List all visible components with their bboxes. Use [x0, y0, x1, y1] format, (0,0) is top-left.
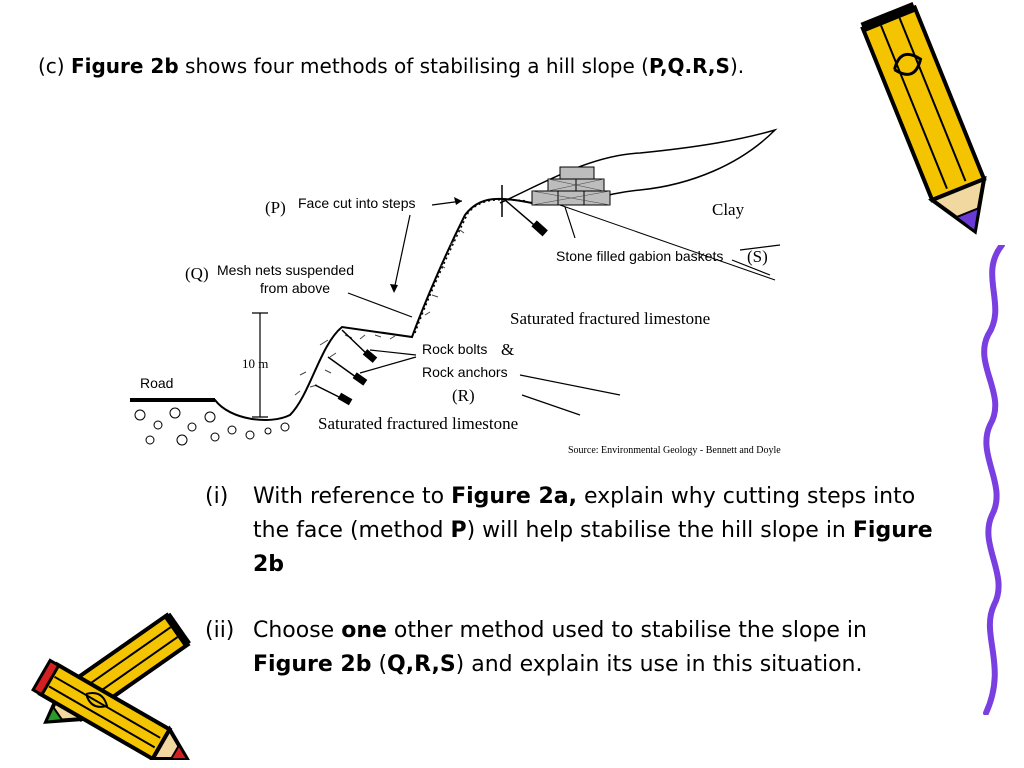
label-rock-bolts: Rock bolts	[422, 341, 487, 357]
q2-text-3: (	[371, 652, 388, 677]
heading-prefix: (c)	[38, 54, 65, 78]
arrow-heads	[390, 197, 462, 293]
q1-bold-2: P	[450, 518, 467, 543]
label-s-tag: (S)	[747, 247, 768, 266]
label-q-text-2: from above	[260, 280, 330, 296]
q2-text-1: Choose	[253, 618, 342, 643]
ground-rubble	[134, 407, 290, 446]
label-limestone-lower: Saturated fractured limestone	[318, 414, 518, 433]
label-gabion: Stone filled gabion baskets	[556, 248, 723, 264]
q2-bold-1: one	[341, 618, 387, 643]
heading-figure-ref: Figure 2b	[70, 54, 179, 78]
q2-bold-2: Figure 2b	[253, 652, 372, 677]
label-clay: Clay	[712, 200, 745, 219]
label-q-text-1: Mesh nets suspended	[217, 262, 354, 278]
q1-bold-3: Figure 2b	[253, 518, 933, 577]
label-r-tag: (R)	[452, 386, 475, 405]
pencils-bottom-left-icon	[31, 612, 191, 760]
q2-bold-3: Q,R,S	[387, 652, 456, 677]
q2-text-2: other method used to stabilise the slope…	[386, 618, 867, 643]
label-q-tag: (Q)	[185, 264, 209, 283]
label-amp: &	[501, 340, 514, 359]
heading-text: shows four methods of stabilising a hill…	[185, 54, 649, 78]
question-ii-number: (ii)	[205, 618, 235, 643]
question-i-text: With reference to Figure 2a, explain why…	[253, 480, 935, 582]
slope-profile	[130, 197, 533, 421]
question-i-number: (i)	[205, 484, 229, 509]
label-p-tag: (P)	[265, 198, 286, 217]
slope-diagram-svg: (P) Face cut into steps Clay (Q) Mesh ne…	[130, 128, 781, 456]
label-road: Road	[140, 375, 173, 391]
heading-methods: P,Q.R,S	[648, 54, 730, 78]
slide-heading: (c) Figure 2b shows four methods of stab…	[38, 54, 744, 78]
pencil-top-right-icon	[860, 1, 987, 235]
q1-text-2: explain why cutting steps into the face …	[253, 484, 916, 543]
label-limestone-upper: Saturated fractured limestone	[510, 309, 710, 328]
figure-2b-diagram: (P) Face cut into steps Clay (Q) Mesh ne…	[120, 95, 840, 465]
clay-lower-line	[559, 204, 776, 281]
heading-suffix: ).	[729, 54, 745, 78]
q2-text-4: ) and explain its use in this situation.	[455, 652, 863, 677]
label-source: Source: Environmental Geology - Bennett …	[568, 445, 781, 456]
q1-text-3: ) will help stabilise the hill slope in	[466, 518, 853, 543]
questions: (i) With reference to Figure 2a, explain…	[205, 480, 935, 682]
leader-lines	[252, 200, 781, 418]
label-p-text: Face cut into steps	[298, 195, 416, 211]
q1-text-1: With reference to	[253, 484, 452, 509]
gabion-baskets	[531, 166, 611, 206]
question-i: (i) With reference to Figure 2a, explain…	[205, 480, 935, 582]
question-ii: (ii) Choose one other method used to sta…	[205, 614, 935, 682]
label-height: 10 m	[242, 356, 268, 371]
rock-bolts	[314, 185, 548, 406]
label-rock-anchors: Rock anchors	[422, 364, 508, 380]
squiggle-border-icon	[981, 245, 1005, 715]
clay-hill-outline	[499, 128, 778, 206]
question-ii-text: Choose one other method used to stabilis…	[253, 614, 935, 682]
q1-bold-1: Figure 2a,	[451, 484, 577, 509]
